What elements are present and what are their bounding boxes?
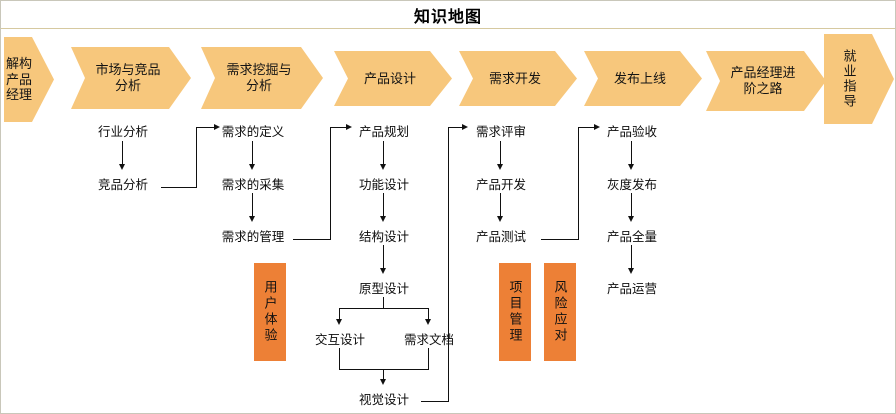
connector-line xyxy=(428,348,430,370)
node-requirement-review[interactable]: 需求评审 xyxy=(475,125,527,139)
stage-chevron-8-label: 就业指导 xyxy=(841,49,857,109)
stage-chevron-1[interactable]: 解构 产品 经理 xyxy=(4,37,54,122)
node-requirement-definition[interactable]: 需求的定义 xyxy=(221,125,285,139)
side-box-user-experience[interactable]: 用户体验 xyxy=(254,263,286,361)
connector-line xyxy=(383,141,385,168)
arrow-down-icon xyxy=(119,164,125,170)
connector-line xyxy=(631,245,633,272)
stage-chevron-1-label: 解构 产品 经理 xyxy=(5,55,32,103)
arrow-right-icon xyxy=(594,124,600,130)
connector-line xyxy=(383,193,385,220)
arrow-down-icon xyxy=(380,379,386,385)
connector-line xyxy=(122,141,124,168)
arrow-down-icon xyxy=(628,268,634,274)
connector-line xyxy=(293,239,331,241)
connector-line xyxy=(330,127,332,240)
connector-line xyxy=(383,245,385,272)
arrow-down-icon xyxy=(380,164,386,170)
connector-line xyxy=(500,193,502,220)
connector-line xyxy=(428,308,430,321)
side-box-project-management-label: 项目管理 xyxy=(507,280,523,344)
connector-line xyxy=(541,239,579,241)
arrow-down-icon xyxy=(336,319,342,325)
side-box-risk-response[interactable]: 风险应对 xyxy=(544,263,576,361)
side-box-user-experience-label: 用户体验 xyxy=(262,280,278,344)
page-title-bar: 知识地图 xyxy=(1,1,895,29)
connector-line xyxy=(500,141,502,168)
side-box-risk-response-label: 风险应对 xyxy=(552,280,568,344)
stage-chevron-8[interactable]: 就业指导 xyxy=(824,34,894,124)
node-requirement-collection[interactable]: 需求的采集 xyxy=(221,178,285,192)
connector-line xyxy=(383,369,385,381)
node-interaction-design[interactable]: 交互设计 xyxy=(314,333,366,347)
arrow-right-icon xyxy=(462,124,468,130)
connector-line xyxy=(578,127,596,129)
node-prototype-design[interactable]: 原型设计 xyxy=(358,282,410,296)
connector-line xyxy=(578,127,580,240)
connector-line xyxy=(421,401,449,403)
node-structure-design[interactable]: 结构设计 xyxy=(358,230,410,244)
connector-line xyxy=(448,127,450,402)
stage-chevron-5-label: 需求开发 xyxy=(488,70,541,86)
node-product-development[interactable]: 产品开发 xyxy=(475,178,527,192)
arrow-down-icon xyxy=(628,164,634,170)
node-visual-design[interactable]: 视觉设计 xyxy=(358,393,410,407)
node-gray-release[interactable]: 灰度发布 xyxy=(606,178,658,192)
connector-line xyxy=(252,193,254,220)
arrow-right-icon xyxy=(214,124,220,130)
connector-line xyxy=(631,193,633,220)
arrow-down-icon xyxy=(380,268,386,274)
node-product-planning[interactable]: 产品规划 xyxy=(358,125,410,139)
stage-chevron-4[interactable]: 产品设计 xyxy=(334,51,452,106)
arrow-down-icon xyxy=(425,319,431,325)
page-title: 知识地图 xyxy=(413,8,482,26)
node-requirement-document[interactable]: 需求文档 xyxy=(403,333,455,347)
connector-line xyxy=(252,141,254,168)
stage-chevron-2[interactable]: 市场与竞品 分析 xyxy=(71,47,191,109)
side-box-project-management[interactable]: 项目管理 xyxy=(499,263,531,361)
arrow-down-icon xyxy=(380,216,386,222)
arrow-down-icon xyxy=(628,216,634,222)
connector-line xyxy=(631,141,633,168)
node-competitor-analysis[interactable]: 竞品分析 xyxy=(97,178,149,192)
arrow-down-icon xyxy=(249,164,255,170)
node-feature-design[interactable]: 功能设计 xyxy=(358,178,410,192)
connector-line xyxy=(339,308,341,321)
stage-chevron-7[interactable]: 产品经理进 阶之路 xyxy=(706,51,826,111)
stage-chevron-7-label: 产品经理进 阶之路 xyxy=(730,65,796,96)
connector-line xyxy=(339,308,429,310)
arrow-down-icon xyxy=(497,216,503,222)
stage-chevron-5[interactable]: 需求开发 xyxy=(459,51,577,106)
connector-line xyxy=(383,297,385,309)
node-requirement-management[interactable]: 需求的管理 xyxy=(221,230,285,244)
stage-chevron-3-label: 需求挖掘与 分析 xyxy=(226,62,292,93)
connector-line xyxy=(339,348,341,370)
connector-line xyxy=(196,127,198,188)
stage-chevron-3[interactable]: 需求挖掘与 分析 xyxy=(201,47,323,109)
stage-chevron-2-label: 市场与竞品 分析 xyxy=(95,62,161,93)
connector-line xyxy=(330,127,348,129)
node-product-testing[interactable]: 产品测试 xyxy=(475,230,527,244)
connector-line xyxy=(448,127,464,129)
arrow-down-icon xyxy=(249,216,255,222)
stage-chevron-6[interactable]: 发布上线 xyxy=(584,51,702,106)
node-product-acceptance[interactable]: 产品验收 xyxy=(606,125,658,139)
stage-chevron-4-label: 产品设计 xyxy=(363,70,416,86)
node-full-release[interactable]: 产品全量 xyxy=(606,230,658,244)
arrow-down-icon xyxy=(497,164,503,170)
stage-chevron-6-label: 发布上线 xyxy=(613,70,666,86)
connector-line xyxy=(196,127,216,129)
connector-line xyxy=(161,187,197,189)
node-industry-analysis[interactable]: 行业分析 xyxy=(97,125,149,139)
node-product-operation[interactable]: 产品运营 xyxy=(606,282,658,296)
arrow-right-icon xyxy=(346,124,352,130)
